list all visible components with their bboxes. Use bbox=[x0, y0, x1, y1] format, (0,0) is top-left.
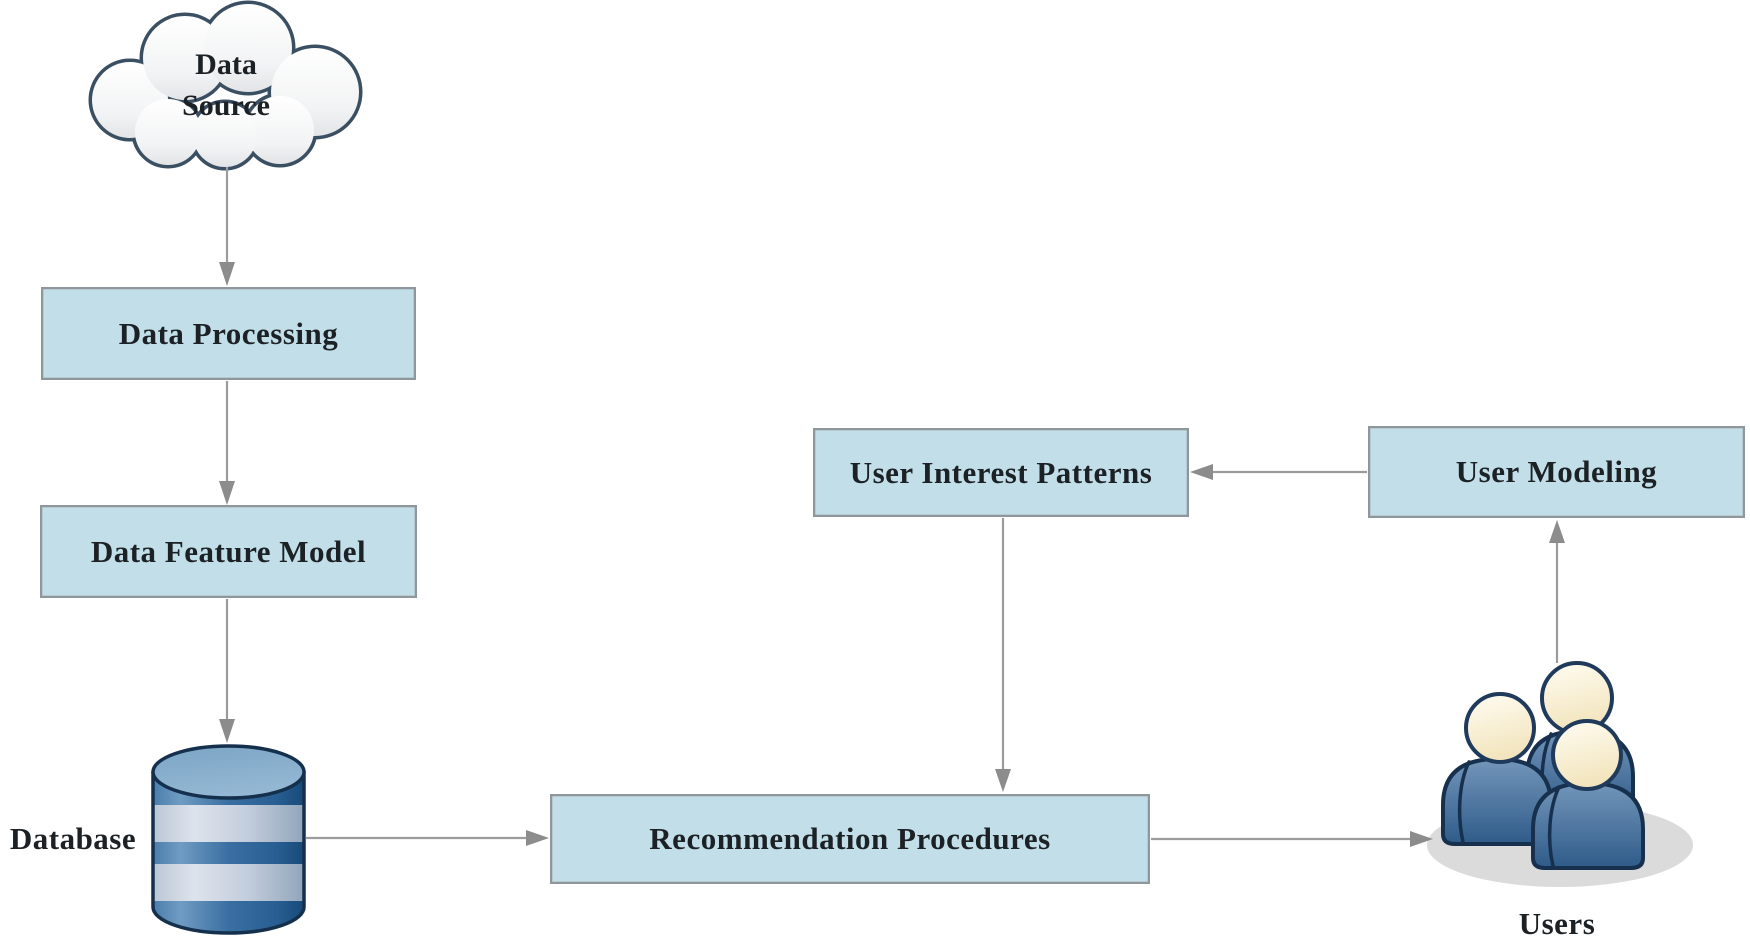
node-data-feature-model: Data Feature Model bbox=[40, 505, 417, 598]
edge-data-feature-model-to-database bbox=[219, 599, 235, 743]
data-source-cloud-icon bbox=[88, 0, 363, 171]
person-left bbox=[1441, 692, 1553, 846]
users-group-icon bbox=[1427, 661, 1693, 887]
edge-users-to-user-modeling bbox=[1549, 520, 1565, 663]
node-data-source-label: Data Source bbox=[182, 48, 270, 122]
node-user-interest-patterns: User Interest Patterns bbox=[813, 428, 1189, 517]
edge-data-source-to-data-processing bbox=[219, 167, 235, 286]
node-user-modeling: User Modeling bbox=[1368, 426, 1745, 518]
edge-user-modeling-to-user-interest-patterns bbox=[1190, 464, 1367, 480]
person-front bbox=[1531, 719, 1645, 870]
node-user-interest-patterns-label: User Interest Patterns bbox=[849, 454, 1153, 490]
node-data-feature-model-label: Data Feature Model bbox=[90, 533, 367, 569]
node-database-label: Database bbox=[9, 821, 137, 856]
node-users-label: Users bbox=[1518, 906, 1596, 941]
node-user-modeling-label: User Modeling bbox=[1455, 454, 1658, 489]
node-data-processing-label: Data Processing bbox=[118, 315, 339, 351]
edge-recommendation-procedures-to-users bbox=[1151, 831, 1433, 847]
edge-user-interest-patterns-to-recommendation-procedures bbox=[995, 518, 1011, 792]
node-recommendation-procedures: Recommendation Procedures bbox=[550, 794, 1150, 884]
database-cylinder-icon bbox=[151, 744, 306, 935]
node-data-processing: Data Processing bbox=[41, 287, 416, 380]
edge-data-processing-to-data-feature-model bbox=[219, 381, 235, 505]
edge-database-to-recommendation-procedures bbox=[306, 830, 549, 846]
node-recommendation-procedures-label: Recommendation Procedures bbox=[649, 821, 1051, 856]
